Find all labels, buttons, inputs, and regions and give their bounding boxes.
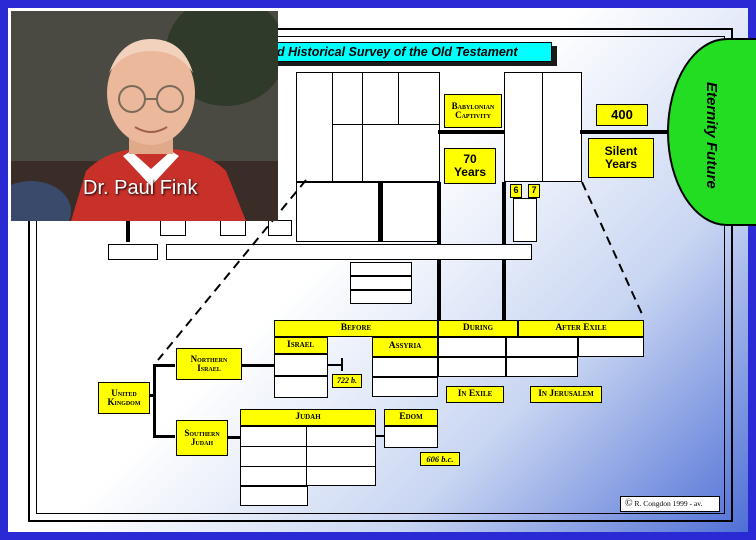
judah-cell: [306, 446, 376, 468]
judah-cell: [240, 426, 308, 448]
israel-label: Israel: [274, 337, 328, 354]
vertical-line: [378, 182, 382, 242]
timeline-box: [166, 244, 532, 260]
header-during: During: [438, 320, 518, 337]
timeline-box: [350, 262, 412, 276]
timeline-box: [350, 276, 412, 290]
timeline-box: [513, 198, 537, 242]
eternity-future-label: Eternity Future: [703, 81, 720, 189]
timeline-connector: [580, 130, 672, 134]
assyria-cell: [372, 377, 438, 397]
northern-israel-label: Northern Israel: [176, 348, 242, 380]
six-label: 6: [510, 184, 522, 198]
date-606: 606 b.c.: [420, 452, 460, 466]
timeline-box: [296, 182, 380, 242]
israel-end-tick: [341, 358, 343, 371]
united-kingdom-label: United Kingdom: [98, 382, 150, 414]
israel-cell: [274, 354, 328, 376]
timeline-box: [332, 72, 364, 126]
seven-label: 7: [528, 184, 540, 198]
four-hundred-label: 400: [596, 104, 648, 126]
after-cell: [578, 337, 644, 357]
inner-frame: [36, 36, 725, 514]
judah-cell: [240, 486, 308, 506]
outer-frame: [28, 28, 733, 522]
judah-cell: [306, 466, 376, 486]
timeline-box: [160, 220, 186, 236]
copyright-text: R. Congdon 1999 - av.: [634, 499, 703, 508]
assyria-label: Assyria: [372, 337, 438, 357]
speaker-photo: Dr. Paul Fink: [11, 11, 278, 221]
judah-cell: [240, 466, 308, 486]
during-cell: [438, 337, 506, 357]
in-exile-label: In Exile: [446, 386, 504, 403]
photo-caption: Dr. Paul Fink: [83, 177, 198, 199]
silent-years-label: Silent Years: [588, 138, 654, 178]
date-722: 722 b.: [332, 374, 362, 388]
timeline-box: [504, 72, 544, 182]
after-cell: [506, 337, 578, 357]
israel-end-line: [328, 364, 342, 366]
copyright-icon: ©: [625, 498, 633, 509]
timeline-box: [398, 72, 440, 126]
judah-edom-line: [376, 435, 384, 437]
judah-cell: [240, 446, 308, 468]
judah-label: Judah: [240, 409, 376, 426]
tree-line: [228, 436, 242, 439]
tree-line: [153, 364, 175, 367]
timeline-box: [362, 124, 440, 182]
timeline-box: [350, 290, 412, 304]
seventy-years-label: 70 Years: [444, 148, 496, 184]
assyria-cell: [372, 357, 438, 377]
israel-cell: [274, 376, 328, 398]
babylonian-captivity-label: Babylonian Captivity: [444, 94, 502, 128]
timeline-box: [296, 72, 334, 182]
timeline-box: [220, 220, 246, 236]
timeline-box: [268, 220, 292, 236]
southern-judah-label: Southern Judah: [176, 420, 228, 456]
timeline-box: [382, 182, 438, 242]
during-cell: [438, 357, 506, 377]
timeline-box: [332, 124, 364, 182]
tree-line: [153, 435, 175, 438]
tree-line: [242, 364, 274, 367]
header-after-exile: After Exile: [518, 320, 644, 337]
edom-label: Edom: [384, 409, 438, 426]
eternity-future-shape: [667, 38, 756, 226]
in-jerusalem-label: In Jerusalem: [530, 386, 602, 403]
title-bar: d Historical Survey of the Old Testament: [262, 42, 552, 62]
timeline-box: [362, 72, 400, 126]
edom-cell: [384, 426, 438, 448]
timeline-box: [108, 244, 158, 260]
vertical-line: [126, 220, 130, 242]
tree-line: [153, 364, 156, 438]
copyright: © R. Congdon 1999 - av.: [620, 496, 720, 512]
timeline-box: [542, 72, 582, 182]
judah-cell: [306, 426, 376, 448]
speaker-portrait: [11, 11, 278, 221]
timeline-connector: [438, 130, 506, 134]
header-before: Before: [274, 320, 438, 337]
after-cell: [506, 357, 578, 377]
